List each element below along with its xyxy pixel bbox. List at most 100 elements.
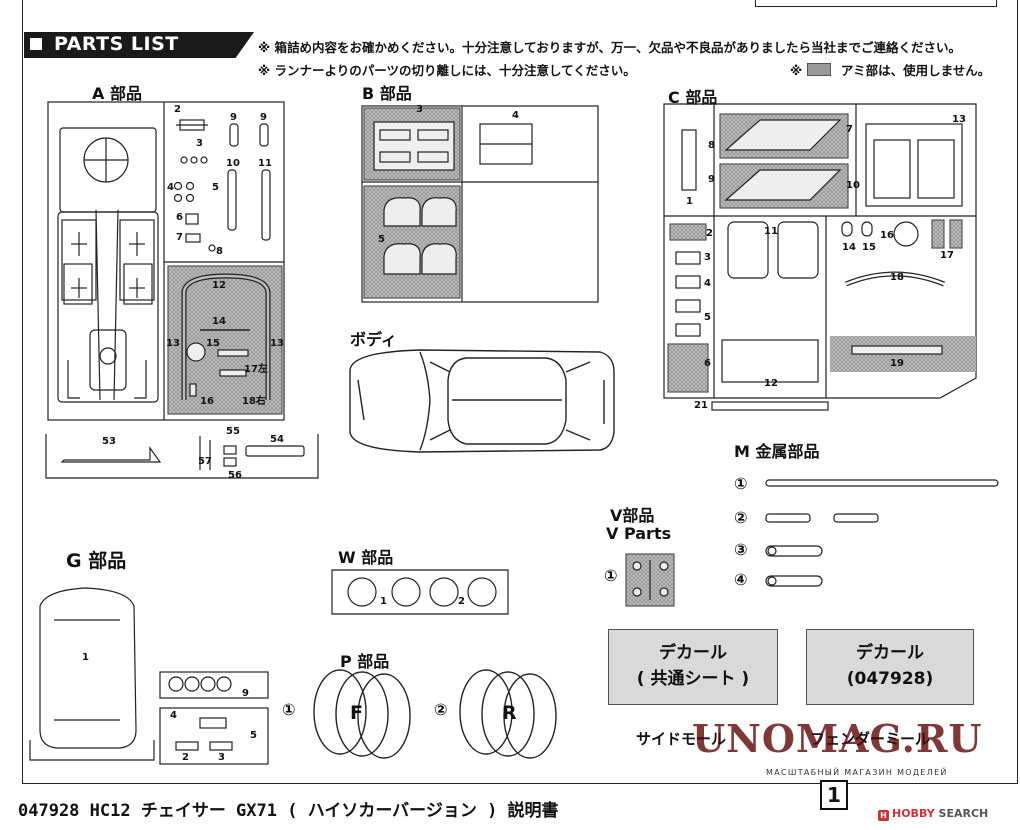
a-part-number: 5 <box>212 182 219 193</box>
p-tire-letter: R <box>502 702 517 724</box>
section-v-en-label: V Parts <box>606 524 672 543</box>
m-item-mark: ② <box>734 508 748 527</box>
note-runner-cut: ※ ランナーよりのパーツの切り離しには、十分注意してください。 <box>258 63 636 78</box>
w-part-number: 1 <box>380 596 387 607</box>
watermark-subtitle: МАСШТАБНЫЙ МАГАЗИН МОДЕЛЕЙ <box>766 768 948 777</box>
a-part-number: 11 <box>258 158 272 169</box>
section-v-label: V部品 <box>610 506 655 525</box>
a-part-number: 10 <box>226 158 240 169</box>
decal-title: デカール <box>659 643 727 663</box>
b-part-number: 5 <box>378 234 385 245</box>
m-item-mark: ① <box>734 474 748 493</box>
a-part-number: 14 <box>212 316 226 327</box>
c-part-number: 7 <box>846 124 853 135</box>
c-part-number: 3 <box>704 252 711 263</box>
a-part-number: 7 <box>176 232 183 243</box>
a-part-number: 6 <box>176 212 183 223</box>
a-part-number: 56 <box>228 470 242 481</box>
note-contents-check: ※ 箱詰め内容をお確かめください。十分注意しておりますが、万一、欠品や不良品があ… <box>258 40 962 55</box>
side-molding-caption: サイドモール <box>636 730 727 748</box>
mesh-swatch <box>806 63 831 76</box>
c-part-number: 4 <box>704 278 711 289</box>
a-part-number: 55 <box>226 426 240 437</box>
a-part-number: 15 <box>206 338 220 349</box>
document-footer: 047928 HC12 チェイサー GX71 ( ハイソカーバージョン ) 説明… <box>18 801 559 821</box>
section-g-label: G 部品 <box>66 550 127 572</box>
c-part-number: 11 <box>764 226 778 237</box>
a-part-number: 12 <box>212 280 226 291</box>
a-part-number: 17左 <box>244 364 268 375</box>
page-number: 1 <box>820 780 848 810</box>
g-part-number: 9 <box>242 688 249 699</box>
g-part-number: 4 <box>170 710 177 721</box>
v-item-mark: ① <box>604 566 618 585</box>
section-body-label: ボディ <box>350 330 397 349</box>
parts-list-header <box>24 32 254 58</box>
note-mesh-unused: ※ アミ部は、使用しません。 <box>790 60 990 79</box>
car-body <box>349 349 615 453</box>
note-mark: ※ <box>790 63 803 78</box>
decal-subtitle: ( 共通シート ) <box>636 669 750 689</box>
section-c-label: C 部品 <box>668 88 718 107</box>
note-mesh-text: アミ部は、使用しません。 <box>840 63 991 78</box>
a-part-number: 8 <box>216 246 223 257</box>
g-parts <box>29 587 269 765</box>
a-part-number: 53 <box>102 436 116 447</box>
section-m-label: M 金属部品 <box>734 442 820 461</box>
c-parts-runner <box>663 103 977 411</box>
a-part-number: 13 <box>166 338 180 349</box>
c-part-number: 6 <box>704 358 711 369</box>
section-b-label: B 部品 <box>362 84 412 103</box>
b-parts-runner <box>361 105 599 303</box>
c-part-number: 2 <box>706 228 713 239</box>
w-part-number: 2 <box>458 596 465 607</box>
hobby-search-brand: HOBBY <box>892 807 935 820</box>
p-tire-letter: F <box>350 702 363 724</box>
c-part-number: 12 <box>764 378 778 389</box>
c-part-number: 19 <box>890 358 904 369</box>
c-part-number: 18 <box>890 272 904 283</box>
g-part-number: 1 <box>82 652 89 663</box>
a-part-number: 3 <box>196 138 203 149</box>
c-part-number: 1 <box>686 196 693 207</box>
b-part-number: 4 <box>512 110 519 121</box>
parts-list-title: PARTS LIST <box>54 33 179 55</box>
hobby-search-suffix: SEARCH <box>938 807 989 820</box>
v-parts <box>625 553 675 607</box>
p-item-mark: ① <box>282 700 296 719</box>
c-part-number: 13 <box>952 114 966 125</box>
section-w-label: W 部品 <box>338 548 394 567</box>
a-parts-runner <box>45 101 319 479</box>
decal-common-sheet: デカール ( 共通シート ) <box>608 629 778 705</box>
p-item-mark: ② <box>434 700 448 719</box>
watermark-logo: UNOMAG.RU <box>692 716 983 761</box>
top-tab <box>755 0 997 7</box>
a-part-number: 9 <box>260 112 267 123</box>
m-item-mark: ④ <box>734 570 748 589</box>
g-part-number: 5 <box>250 730 257 741</box>
p-tires <box>313 669 557 759</box>
section-a-label: A 部品 <box>92 84 142 103</box>
a-part-number: 13 <box>270 338 284 349</box>
fender-caption: フェンダーミール <box>810 730 931 748</box>
a-part-number: 54 <box>270 434 284 445</box>
c-part-number: 8 <box>708 140 715 151</box>
a-part-number: 18右 <box>242 396 266 407</box>
g-part-number: 2 <box>182 752 189 763</box>
c-part-number: 15 <box>862 242 876 253</box>
header-square-icon <box>30 38 42 50</box>
c-part-number: 21 <box>694 400 708 411</box>
page-frame <box>22 0 1018 784</box>
hobby-search-icon: H <box>878 810 889 821</box>
g-part-number: 3 <box>218 752 225 763</box>
a-part-number: 2 <box>174 104 181 115</box>
c-part-number: 9 <box>708 174 715 185</box>
decal-title: デカール <box>856 643 924 663</box>
decal-subtitle: (047928) <box>846 669 934 689</box>
section-p-label: P 部品 <box>340 652 390 671</box>
w-parts <box>331 569 509 615</box>
a-part-number: 16 <box>200 396 214 407</box>
c-part-number: 17 <box>940 250 954 261</box>
